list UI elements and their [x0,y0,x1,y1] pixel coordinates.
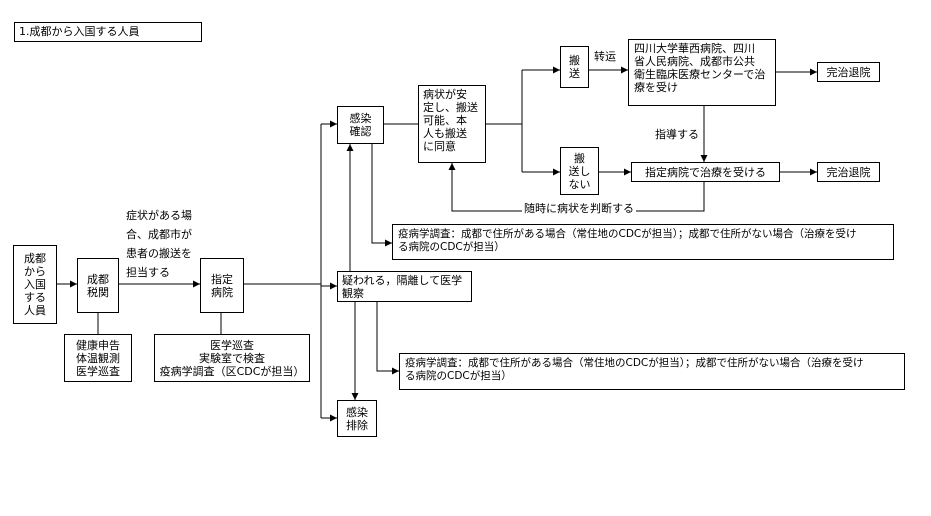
node-suspected: 疑われる，隔離して医学 観察 [337,271,472,302]
node-recovered-2: 完治退院 [817,162,880,182]
node-excluded: 感染 排除 [337,400,377,437]
node-stable-condition: 病状が安 定し、搬送 可能、本 人も搬送 に同意 [418,85,486,163]
label-transfer: 转运 [594,50,616,63]
node-hospital-tasks: 医学巡查 実験室で検査 疫病学調査（区CDCが担当） [154,334,310,382]
node-customs: 成都 税関 [77,258,119,313]
label-judge-condition: 随時に病状を判断する [522,202,636,215]
title-box: 1.成都から入国する人員 [14,22,202,42]
node-transport: 搬 送 [560,46,589,88]
node-epi-suspected: 疫病学調査：成都で住所がある場合（常住地のCDCが担当）；成都で住所がない場合（… [399,353,905,390]
label-guidance: 指導する [655,128,699,141]
transport-note: 症状がある場 合、成都市が 患者の搬送を 担当する [126,209,192,279]
node-recovered-1: 完治退院 [817,62,880,82]
node-epi-confirmed: 疫病学調査：成都で住所がある場合（常住地のCDCが担当）；成都で住所がない場合（… [392,224,894,260]
node-designated-treatment: 指定病院で治療を受ける [631,162,780,182]
page-title: 1.成都から入国する人員 [19,25,140,38]
node-customs-tasks: 健康申告 体温観測 医学巡査 [64,334,132,382]
arrow-suspected-epi [376,302,399,375]
node-no-transport: 搬 送し ない [560,147,599,195]
node-confirmed: 感染 確認 [337,106,384,144]
node-designated-hospital: 指定 病院 [200,258,244,313]
node-top-hospitals: 四川大学華西病院、四川 省人民病院、成都市公共 衛生臨床医療センターで治 療を受… [628,39,776,106]
node-entrant: 成都 から 入国 する 人員 [13,245,57,324]
arrow-confirmed-epi [371,144,392,247]
